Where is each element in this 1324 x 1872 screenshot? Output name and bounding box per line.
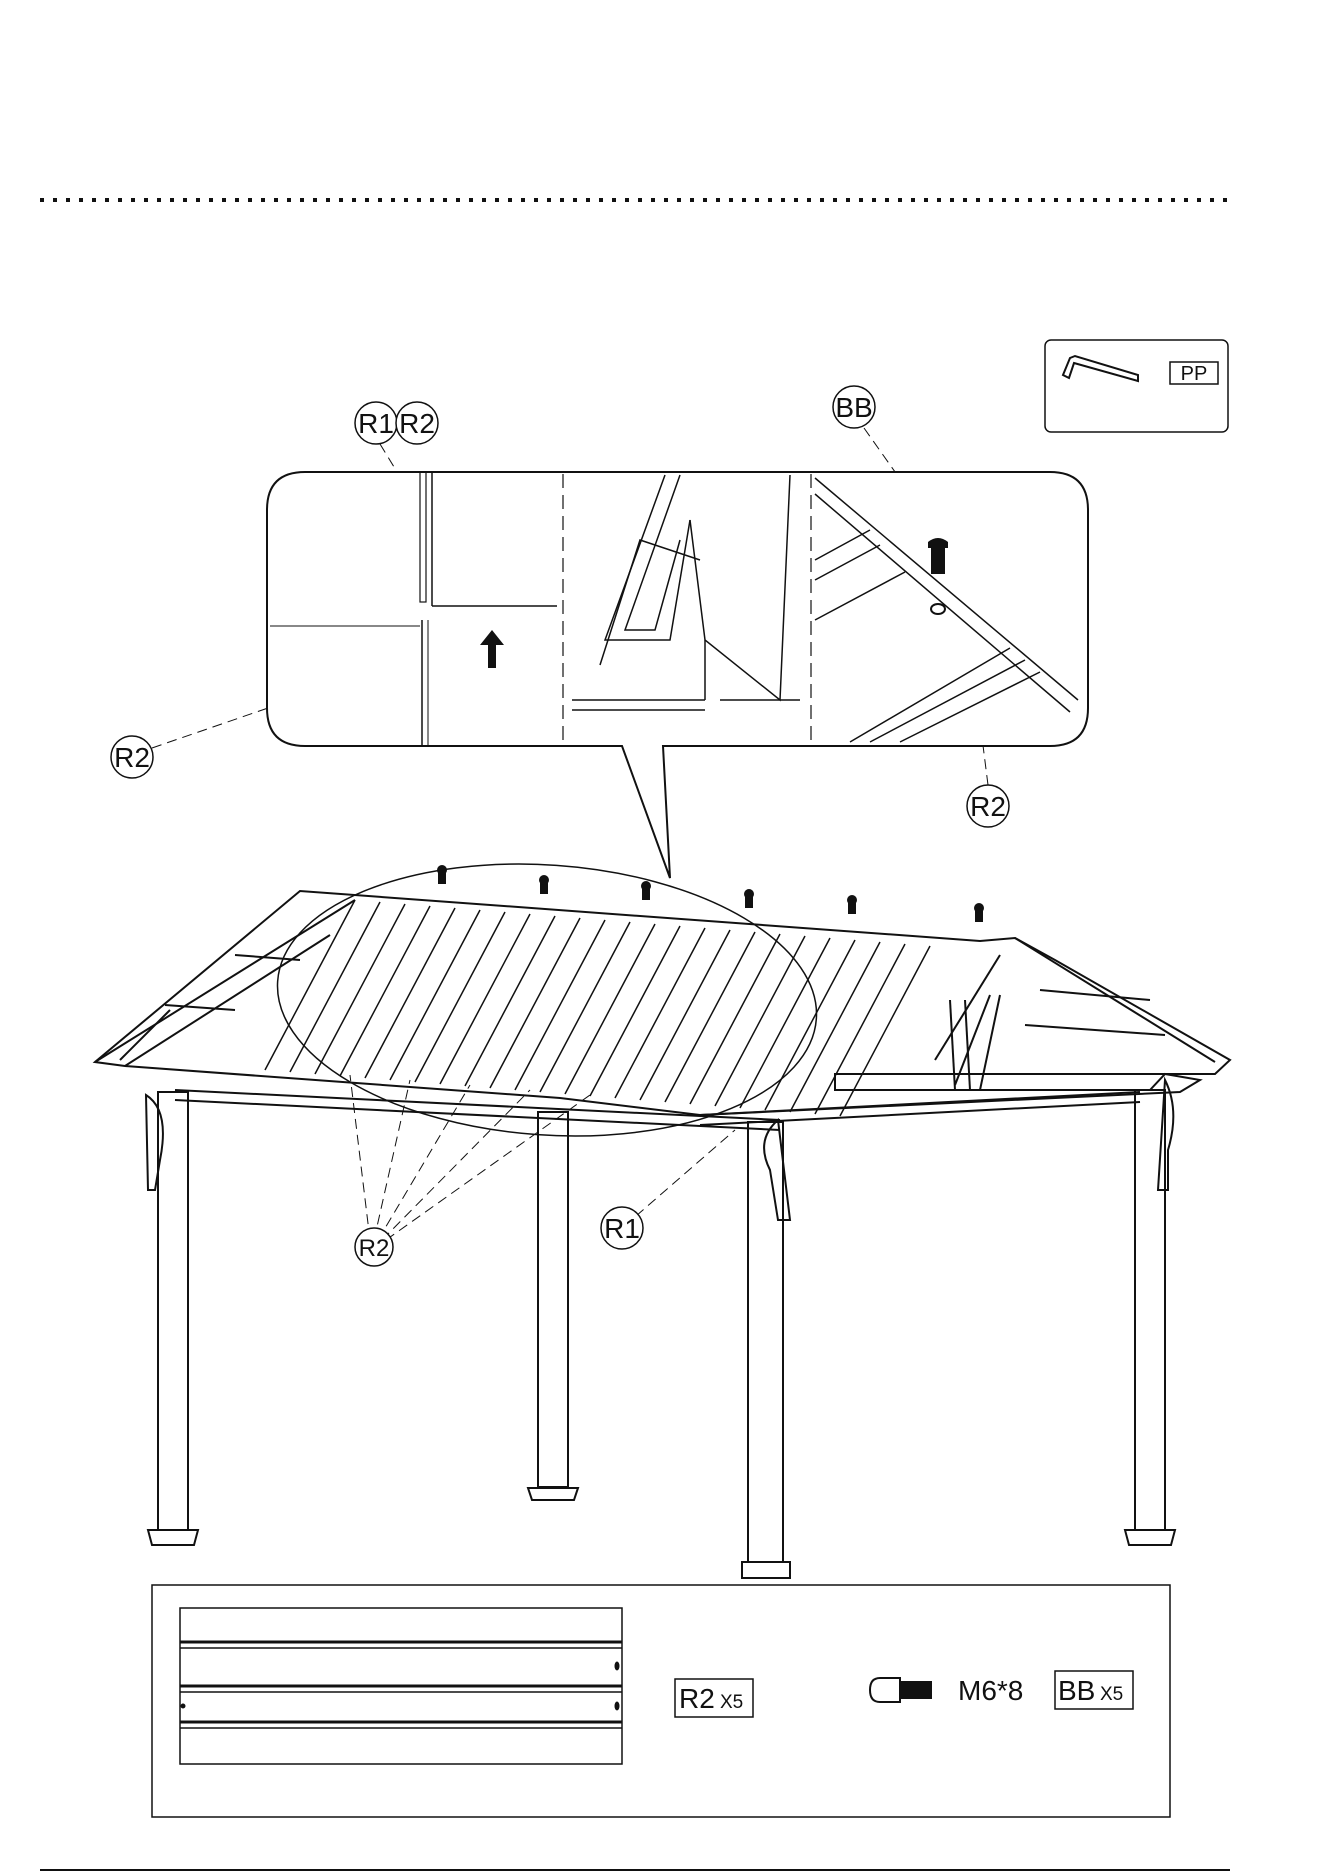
post-front-left (146, 1092, 198, 1545)
post-front-right (1125, 1080, 1175, 1545)
gazebo-drawing (95, 846, 1230, 1578)
post-back-middle (528, 1112, 578, 1500)
allen-key-icon (1063, 356, 1138, 381)
parts-box: R2 X5 M6*8 BB X5 (152, 1585, 1170, 1817)
svg-text:R2: R2 (970, 791, 1006, 822)
svg-text:R1: R1 (358, 408, 394, 439)
part-code-bb: BB (1058, 1675, 1095, 1706)
svg-text:R2: R2 (359, 1235, 390, 1262)
callout-r2-right: R2 (967, 785, 1009, 827)
svg-text:R2: R2 (114, 742, 150, 773)
roof-panel-icon (180, 1608, 622, 1764)
svg-text:R1: R1 (604, 1213, 640, 1244)
bolt-spec: M6*8 (958, 1675, 1023, 1706)
tool-code: PP (1181, 363, 1208, 385)
tool-box: PP (1045, 340, 1228, 432)
callout-r1-bottom: R1 (601, 1207, 643, 1249)
svg-text:BB: BB (835, 392, 872, 423)
part-qty-bb: X5 (1100, 1684, 1123, 1705)
post-front-middle (742, 1120, 790, 1578)
callout-bb: BB (833, 386, 875, 428)
callout-r1-inset: R1 (355, 402, 397, 444)
callout-r2-bottom: R2 (355, 1228, 393, 1266)
part-code-r2: R2 (679, 1683, 715, 1714)
detail-inset (267, 472, 1088, 878)
part-qty-r2: X5 (720, 1692, 743, 1713)
callout-r2-inset: R2 (396, 402, 438, 444)
callout-r2-left: R2 (111, 736, 153, 778)
bolt-icon (870, 1678, 932, 1702)
ridge-bolts (437, 865, 984, 922)
svg-text:R2: R2 (399, 408, 435, 439)
